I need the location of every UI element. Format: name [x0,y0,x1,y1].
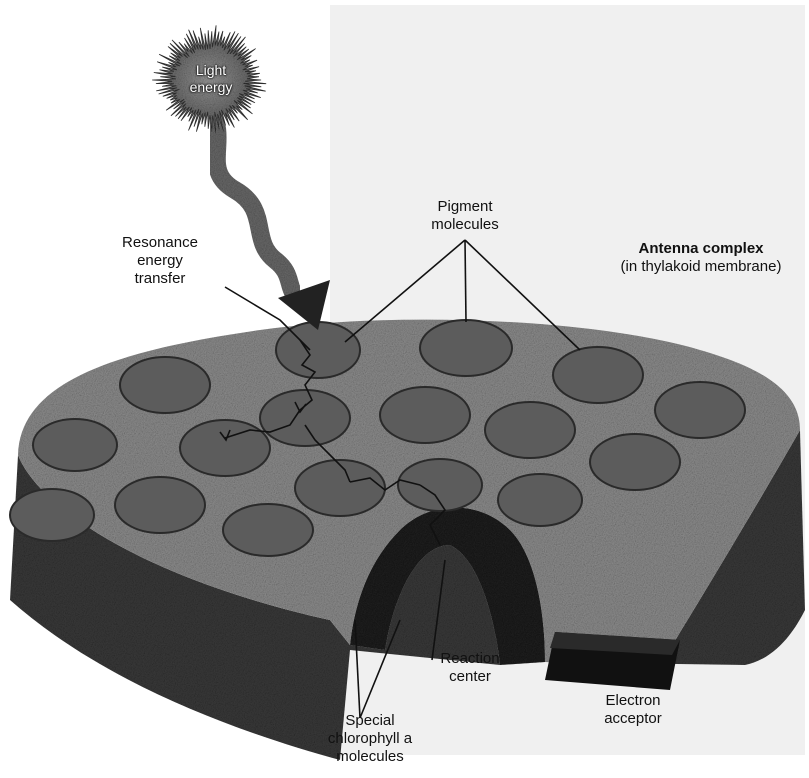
electron-acceptor-line1: Electron [578,692,688,710]
antenna-complex-title: Antenna complex [592,240,809,258]
antenna-complex-label: Antenna complex (in thylakoid membrane) [592,240,809,276]
electron-acceptor-line2: acceptor [578,710,688,728]
pigment-label-line1: Pigment [405,198,525,216]
special-chlorophyll-label: Special chlorophyll a molecules [300,712,440,766]
resonance-energy-transfer-label: Resonance energy transfer [100,234,220,288]
pigment-disc [276,322,360,378]
light-wavy-arrow [210,110,300,300]
pigment-disc [33,419,117,471]
pigment-disc [120,357,210,413]
pigment-disc [295,460,385,516]
electron-acceptor-block [545,632,680,690]
pigment-disc [115,477,205,533]
light-energy-label: Light energy [172,62,250,96]
resonance-label-line1: Resonance [100,234,220,252]
pigment-disc [180,420,270,476]
electron-acceptor-label: Electron acceptor [578,692,688,728]
special-chlorophyll-line2: chlorophyll a [300,730,440,748]
pigment-disc [223,504,313,556]
special-chlorophyll-line3: molecules [300,748,440,766]
pigment-pointer [465,240,466,322]
reaction-center-line1: Reaction [425,650,515,668]
antenna-complex-subtitle: (in thylakoid membrane) [592,258,809,276]
reaction-center-line2: center [425,668,515,686]
resonance-label-line3: transfer [100,270,220,288]
pigment-disc [498,474,582,526]
pigment-molecules-label: Pigment molecules [405,198,525,234]
pigment-disc [380,387,470,443]
special-chlorophyll-line1: Special [300,712,440,730]
pigment-disc [485,402,575,458]
pigment-disc [420,320,512,376]
pigment-disc [10,489,94,541]
reaction-center-label: Reaction center [425,650,515,686]
light-energy-label-line1: Light [172,62,250,79]
pigment-disc [260,390,350,446]
resonance-label-line2: energy [100,252,220,270]
pigment-disc [553,347,643,403]
pigment-disc [590,434,680,490]
pigment-disc [655,382,745,438]
light-energy-label-line2: energy [172,79,250,96]
pigment-label-line2: molecules [405,216,525,234]
